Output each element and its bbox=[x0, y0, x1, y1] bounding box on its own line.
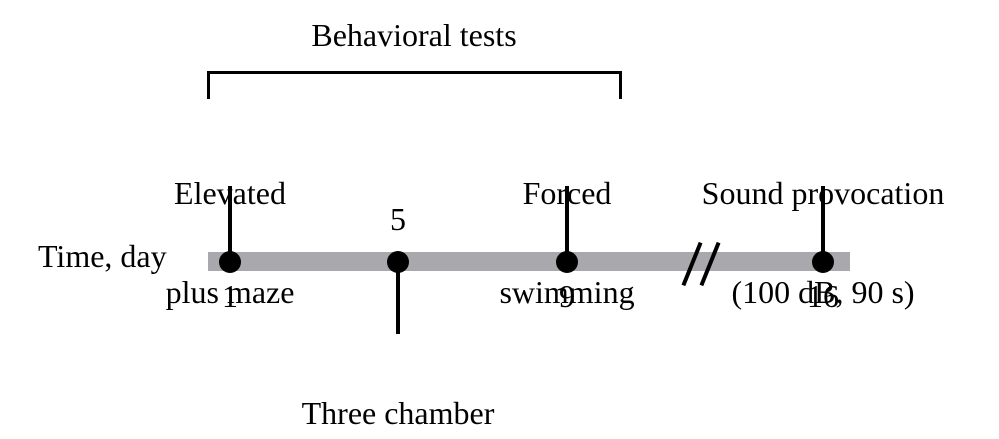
event-label-three-chamber-sociability-test: Three chamber sociability test bbox=[248, 330, 548, 439]
event-label-line1: Three chamber bbox=[301, 394, 495, 431]
event-label-line2: swimming bbox=[499, 274, 635, 311]
marker-stem-day-16 bbox=[821, 186, 825, 262]
tick-label-day-16: 16 bbox=[807, 278, 839, 314]
tick-label-day-1: 1 bbox=[222, 278, 238, 314]
event-label-line1: Sound provocation bbox=[701, 174, 945, 211]
marker-dot-day-16 bbox=[812, 251, 834, 273]
marker-stem-day-1 bbox=[228, 186, 232, 262]
marker-stem-day-9 bbox=[565, 186, 569, 262]
marker-dot-day-1 bbox=[219, 251, 241, 273]
axis-name-label: Time, day bbox=[38, 238, 167, 274]
marker-dot-day-9 bbox=[556, 251, 578, 273]
marker-stem-day-5 bbox=[396, 262, 400, 334]
time-axis-bar bbox=[208, 252, 850, 271]
tick-label-day-9: 9 bbox=[559, 278, 575, 314]
axis-break-icon bbox=[678, 241, 726, 287]
event-label-line2: plus maze bbox=[165, 274, 295, 311]
event-label-forced-swimming: Forced swimming bbox=[467, 110, 667, 376]
event-label-elevated-plus-maze: Elevated plus maze bbox=[130, 110, 330, 376]
axis-break-slash-1 bbox=[681, 241, 703, 287]
tick-label-day-5: 5 bbox=[390, 201, 406, 237]
event-label-sound-provocation: Sound provocation (100 dB, 90 s) bbox=[672, 110, 974, 376]
event-label-line2: (100 dB, 90 s) bbox=[731, 274, 915, 311]
behavioral-tests-bracket bbox=[207, 71, 622, 99]
axis-break-slash-2 bbox=[699, 241, 721, 287]
bracket-title: Behavioral tests bbox=[311, 17, 517, 53]
